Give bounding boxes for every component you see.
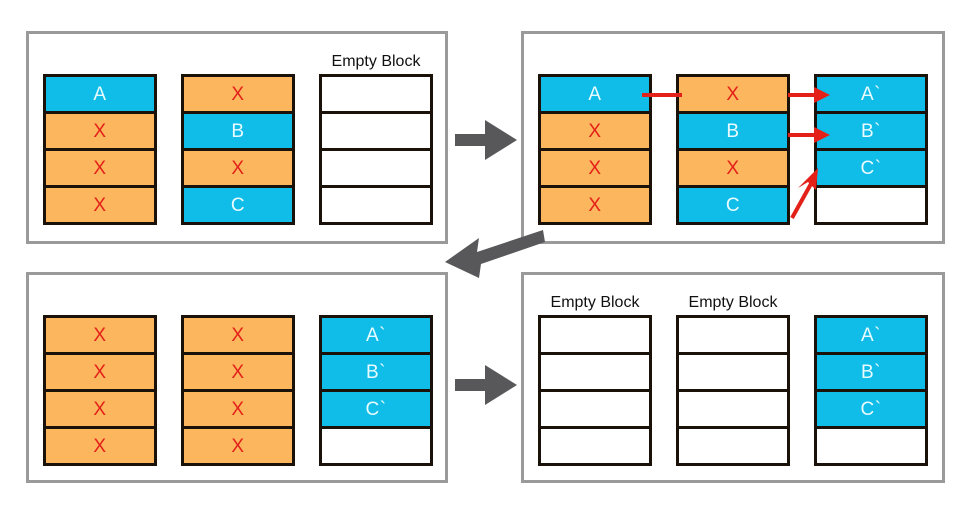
- memory-cell[interactable]: A`: [319, 315, 433, 355]
- panel-initial-state: Empty Block A X X X X B X C: [26, 31, 448, 244]
- block-column: A` B` C`: [319, 315, 433, 466]
- memory-cell[interactable]: C: [676, 185, 790, 225]
- block-column: A` B` C`: [814, 74, 928, 225]
- memory-cell[interactable]: [676, 352, 790, 392]
- memory-cell[interactable]: A`: [814, 74, 928, 114]
- memory-cell[interactable]: [814, 185, 928, 225]
- panel-blocks-reclaimed: Empty Block Empty Block A` B` C`: [521, 272, 945, 483]
- memory-cell[interactable]: [319, 185, 433, 225]
- memory-cell[interactable]: X: [676, 148, 790, 188]
- memory-cell[interactable]: X: [43, 185, 157, 225]
- memory-cell[interactable]: X: [538, 111, 652, 151]
- memory-cell[interactable]: X: [181, 74, 295, 114]
- memory-cell[interactable]: [676, 426, 790, 466]
- memory-cell[interactable]: C`: [319, 389, 433, 429]
- memory-cell[interactable]: C`: [814, 148, 928, 188]
- memory-cell[interactable]: B: [676, 111, 790, 151]
- flow-arrow-right-icon: [455, 120, 517, 160]
- memory-cell[interactable]: A`: [814, 315, 928, 355]
- memory-cell[interactable]: [538, 389, 652, 429]
- memory-cell[interactable]: X: [181, 148, 295, 188]
- memory-cell[interactable]: A: [43, 74, 157, 114]
- memory-cell[interactable]: [319, 426, 433, 466]
- block-column: A X X X: [538, 74, 652, 225]
- memory-cell[interactable]: X: [181, 315, 295, 355]
- panel-copy-live-objects: A X X X X B X C A` B` C`: [521, 31, 945, 244]
- memory-cell[interactable]: X: [181, 389, 295, 429]
- memory-cell[interactable]: [538, 315, 652, 355]
- memory-cell[interactable]: X: [676, 74, 790, 114]
- block-column: X X X X: [43, 315, 157, 466]
- memory-cell[interactable]: X: [43, 148, 157, 188]
- memory-cell[interactable]: X: [43, 111, 157, 151]
- memory-cell[interactable]: [676, 389, 790, 429]
- memory-cell[interactable]: [319, 111, 433, 151]
- memory-cell[interactable]: X: [43, 352, 157, 392]
- memory-cell[interactable]: X: [43, 389, 157, 429]
- panel-old-blocks-all-dead: X X X X X X X X A` B` C`: [26, 272, 448, 483]
- block-column: [538, 315, 652, 466]
- memory-cell[interactable]: X: [43, 315, 157, 355]
- memory-cell[interactable]: B`: [814, 111, 928, 151]
- memory-cell[interactable]: [319, 148, 433, 188]
- memory-cell[interactable]: [814, 426, 928, 466]
- memory-cell[interactable]: [676, 315, 790, 355]
- block-column: X B X C: [181, 74, 295, 225]
- memory-cell[interactable]: X: [181, 426, 295, 466]
- memory-cell[interactable]: [538, 426, 652, 466]
- empty-block-caption: Empty Block: [331, 53, 421, 70]
- memory-cell[interactable]: B: [181, 111, 295, 151]
- memory-cell[interactable]: X: [43, 426, 157, 466]
- block-column: [676, 315, 790, 466]
- block-column: A X X X: [43, 74, 157, 225]
- memory-cell[interactable]: [538, 352, 652, 392]
- memory-cell[interactable]: B`: [814, 352, 928, 392]
- memory-cell[interactable]: X: [538, 185, 652, 225]
- block-column: X B X C: [676, 74, 790, 225]
- block-column: A` B` C`: [814, 315, 928, 466]
- memory-cell[interactable]: A: [538, 74, 652, 114]
- block-column: X X X X: [181, 315, 295, 466]
- memory-cell[interactable]: C: [181, 185, 295, 225]
- memory-cell[interactable]: C`: [814, 389, 928, 429]
- memory-cell[interactable]: X: [538, 148, 652, 188]
- memory-cell[interactable]: X: [181, 352, 295, 392]
- empty-block-caption: Empty Block: [550, 294, 640, 311]
- memory-cell[interactable]: B`: [319, 352, 433, 392]
- flow-arrow-right-icon: [455, 365, 517, 405]
- memory-cell[interactable]: [319, 74, 433, 114]
- empty-block-caption: Empty Block: [688, 294, 778, 311]
- block-column: [319, 74, 433, 225]
